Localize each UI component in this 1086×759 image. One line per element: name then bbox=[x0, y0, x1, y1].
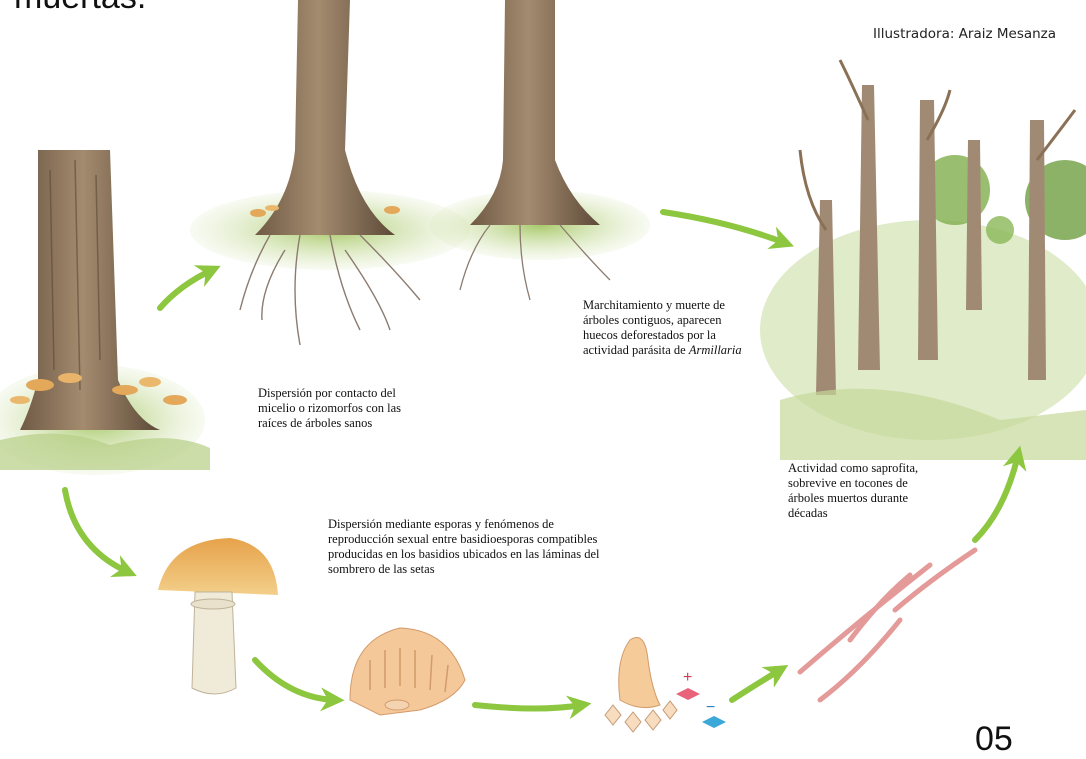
tree-roots-scene-3 bbox=[430, 0, 650, 300]
caption-dispersion-contacto: Dispersión por contacto del micelio o ri… bbox=[258, 386, 401, 431]
caption-genus-armillaria: Armillaria bbox=[689, 343, 742, 357]
caption-marchitamiento: Marchitamiento y muerte de árboles conti… bbox=[583, 298, 742, 358]
arrow-spores-to-hyphae bbox=[732, 670, 780, 700]
page-number: 05 bbox=[975, 720, 1013, 759]
plus-sign: + bbox=[683, 669, 692, 686]
infected-tree-scene bbox=[0, 150, 210, 475]
illustrator-credit: Illustradora: Araiz Mesanza bbox=[873, 26, 1056, 42]
arrow-tree-to-roots bbox=[160, 270, 212, 308]
minus-sign: − bbox=[706, 699, 715, 716]
gill-section bbox=[350, 628, 465, 715]
basidium-spores bbox=[605, 638, 726, 733]
partial-title: muertas. bbox=[14, 0, 146, 17]
arrow-mushroom-to-gills bbox=[255, 660, 335, 700]
arrow-hyphae-to-forest bbox=[975, 455, 1018, 540]
arrow-gills-to-basidium bbox=[475, 705, 582, 709]
caption-saprofita: Actividad como saprofita, sobrevive en t… bbox=[788, 461, 918, 521]
rhizomorph-branch bbox=[800, 550, 975, 700]
dying-forest-scene bbox=[760, 60, 1086, 460]
healthy-tree-roots-scene bbox=[190, 0, 470, 345]
arrow-roots-to-forest bbox=[663, 212, 785, 243]
caption-esporas: Dispersión mediante esporas y fenómenos … bbox=[328, 517, 599, 577]
arrow-tree-to-mushroom bbox=[65, 490, 128, 572]
mushroom-fruiting-body bbox=[158, 538, 278, 694]
